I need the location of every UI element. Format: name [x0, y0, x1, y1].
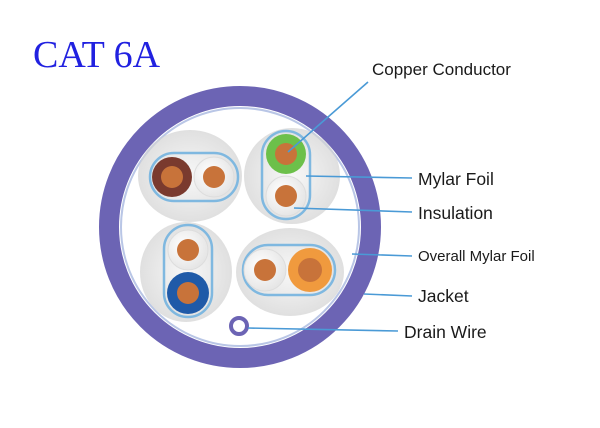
label-jacket: Jacket [418, 286, 469, 306]
label-overall-mylar-foil: Overall Mylar Foil [418, 248, 535, 265]
label-insulation: Insulation [418, 203, 493, 223]
leader-mylar-foil [305, 175, 413, 179]
leader-jacket [363, 293, 413, 297]
drain-wire [229, 316, 249, 336]
leader-drain-wire [247, 327, 399, 332]
label-mylar-foil: Mylar Foil [418, 169, 494, 189]
diagram-title: CAT 6A [33, 34, 161, 76]
overall-mylar-foil-ring [120, 107, 360, 347]
label-drain-wire: Drain Wire [404, 322, 487, 342]
leader-overall-mylar-foil [351, 253, 413, 257]
leader-copper-conductor [287, 81, 369, 153]
pair-brown [148, 151, 240, 203]
leader-insulation [293, 207, 413, 213]
pair-orange [241, 243, 337, 297]
pair-blue [162, 223, 214, 319]
label-copper-conductor: Copper Conductor [372, 60, 511, 79]
